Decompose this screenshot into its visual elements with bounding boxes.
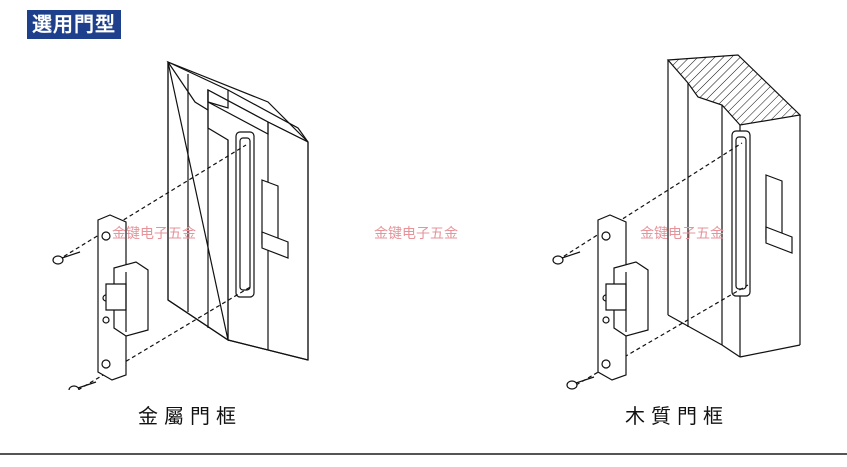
caption-metal-frame: 金屬門框 (138, 404, 242, 428)
watermark-right: 金键电子五金 (640, 226, 724, 242)
wood-frame-diagram (540, 45, 840, 390)
watermark-left: 金键电子五金 (112, 226, 196, 242)
bottom-divider (0, 453, 847, 455)
section-title: 選用門型 (27, 10, 121, 39)
caption-wood-frame: 木質門框 (625, 404, 729, 428)
metal-frame-diagram (40, 50, 340, 390)
watermark-center: 金键电子五金 (374, 226, 458, 242)
